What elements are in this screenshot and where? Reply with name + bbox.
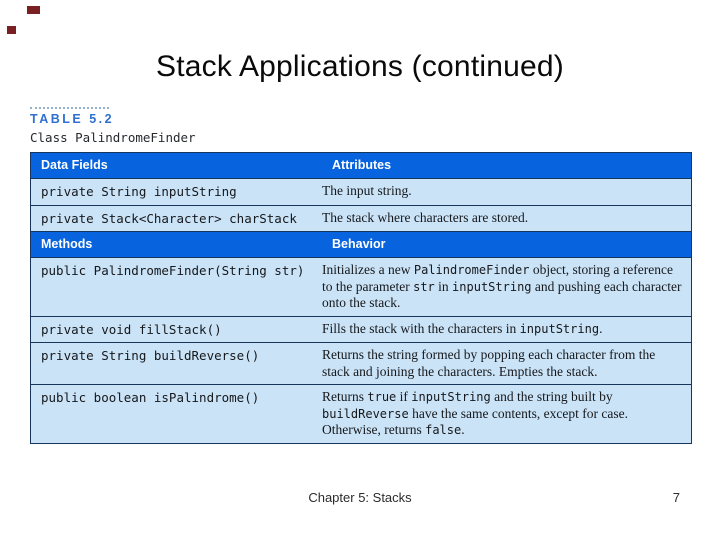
member-signature: public PalindromeFinder(String str) [41,263,305,278]
text-run: have the same contents, except for case.… [322,405,628,438]
table-row: private void fillStack() Fills the stack … [31,315,691,343]
member-description: Returns true if inputString and the stri… [322,385,691,443]
inline-code: inputString [411,390,491,404]
member-description: Returns the string formed by popping eac… [322,343,691,384]
text-run: . [599,320,603,336]
slide-footer: Chapter 5: Stacks 7 [0,490,720,508]
text-run: Returns [322,389,368,404]
column-header: Behavior [332,237,386,251]
inline-code: buildReverse [322,406,409,421]
text-run: Fills the stack with the characters in [322,320,520,336]
member-description: Fills the stack with the characters in i… [322,317,691,343]
member-signature: private Stack<Character> charStack [41,210,297,226]
table-section-header-row: Data Fields Attributes [31,153,691,178]
table-row: private String buildReverse() Returns the… [31,342,691,384]
slide-title: Stack Applications (continued) [156,50,564,83]
member-signature: private void fillStack() [41,321,222,337]
text-run: object, storing a reference to the param… [322,262,673,294]
text-run: . [461,422,465,437]
text-run: Returns the string formed by popping eac… [322,347,656,379]
text-run: and pushing each character onto the stac… [322,278,682,311]
column-header: Data Fields [41,158,108,172]
inline-code: str [413,279,435,294]
member-description: The stack where characters are stored. [322,206,691,232]
member-description: The input string. [322,179,691,205]
corner-mark [27,6,40,14]
text-run: and the string built by [490,389,613,404]
corner-mark [7,26,16,34]
inline-code: inputString [519,321,600,336]
text-run: if [396,389,412,404]
inline-code: PalindromeFinder [413,263,530,277]
inline-code: inputString [452,279,532,294]
table-row: public PalindromeFinder(String str) Initi… [31,257,691,316]
member-description: Initializes a new PalindromeFinder objec… [322,258,691,316]
dotted-rule [30,107,109,109]
inline-code: true [367,390,397,404]
column-header: Methods [41,237,93,251]
inline-code: false [425,423,462,437]
footer-page-number: 7 [672,490,680,505]
table-row: private Stack<Character> charStack The st… [31,204,691,232]
footer-chapter: Chapter 5: Stacks [308,490,412,505]
table-row: public boolean isPalindrome() Returns tru… [31,384,691,443]
class-description-table: Data Fields Attributes private String inpu… [30,152,692,444]
table-caption: Class PalindromeFinder [30,130,196,145]
member-signature: private String buildReverse() [41,348,260,363]
table-section-header-row: Methods Behavior [31,231,691,257]
member-signature: public boolean isPalindrome() [41,390,260,405]
member-signature: private String inputString [41,184,237,199]
table-label: TABLE 5.2 [30,112,115,126]
table-row: private String inputString The input stri… [31,178,691,205]
text-run: The stack where characters are stored. [322,209,529,225]
text-run: in [434,278,453,294]
text-run: Initializes a new [322,262,414,277]
column-header: Attributes [332,158,392,172]
text-run: The input string. [322,183,412,198]
